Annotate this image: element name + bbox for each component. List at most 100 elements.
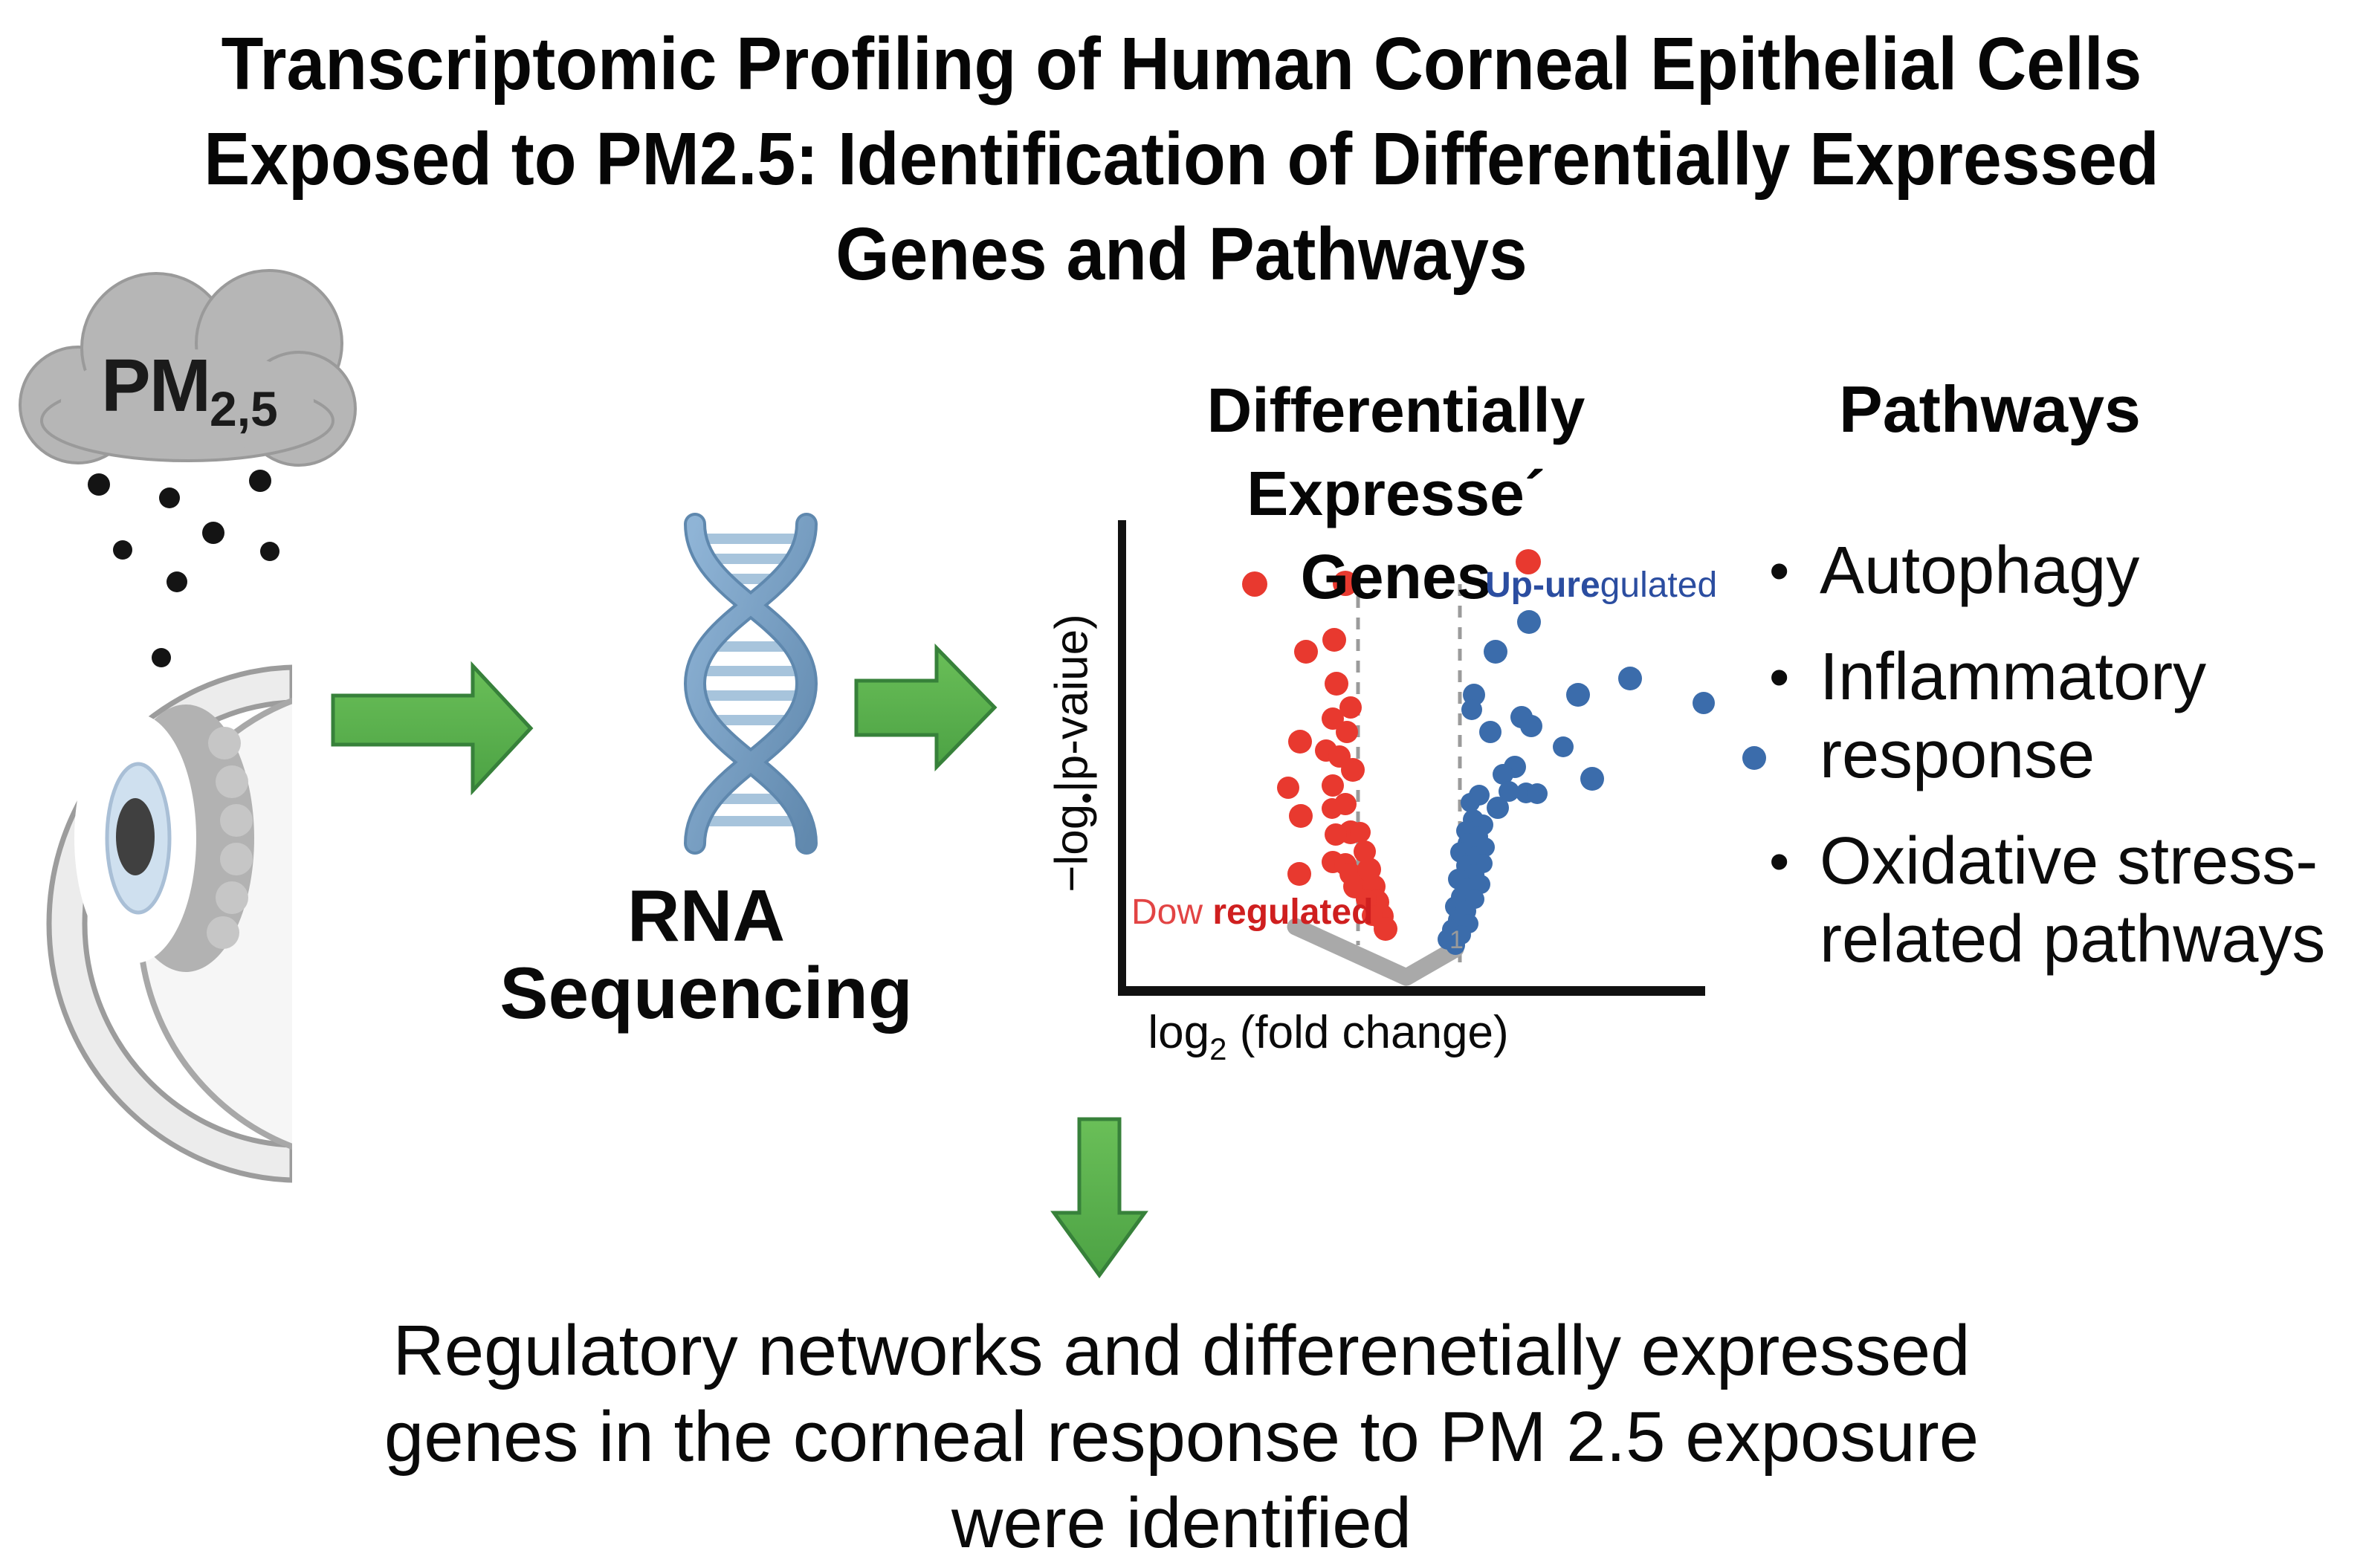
scatter-dot-red [1288, 730, 1312, 754]
plot-heading-line1: Differentially Expresse´ [1206, 375, 1585, 528]
scatter-dot-red [1374, 917, 1397, 941]
scatter-dot-blue [1484, 640, 1507, 664]
conclusion-line3: were identified [951, 1483, 1412, 1563]
bullet-icon: • [1769, 829, 1790, 894]
down-label-bold: regulated [1212, 892, 1374, 932]
scatter-dot-blue [1527, 783, 1548, 804]
scatter-dot-red [1339, 696, 1362, 719]
pathway-item: • Oxidative stress-related pathways [1769, 823, 2349, 979]
scatter-dot-blue [1553, 736, 1574, 757]
scatter-dot-red [1242, 571, 1267, 597]
rna-label-line1: RNA [627, 875, 786, 956]
arrow-right-1-icon [331, 661, 534, 796]
baseline-chevron [1287, 918, 1464, 986]
scatter-dot-blue [1461, 699, 1482, 720]
conclusion-line1: Regulatory networks and differenetially … [392, 1311, 1971, 1390]
y-label-post: |p-vaiue) [1046, 614, 1098, 793]
up-label-bold: Up-ure [1485, 566, 1600, 605]
pathways-heading: Pathways [1839, 372, 2141, 446]
x-axis-line [1118, 986, 1705, 996]
pm-particle-dot [113, 540, 132, 560]
up-label-rest: gulated [1600, 566, 1718, 605]
bullet-icon: • [1769, 538, 1790, 603]
y-axis-label: −log•|p-vaiue) [1046, 493, 1105, 1014]
title-line-2: Exposed to PM2.5: Identification of Diff… [204, 117, 2159, 201]
pm-label-main: PM [101, 344, 211, 427]
x-label-post: (fold change) [1226, 1007, 1509, 1058]
scatter-dot-red [1341, 758, 1365, 782]
eye-illustration [46, 664, 292, 1183]
up-regulated-dots [1438, 610, 1766, 955]
dna-helix-icon [683, 513, 818, 855]
pm-particle-dot [260, 542, 279, 561]
scatter-dot-red [1277, 777, 1299, 799]
pathway-item-label: Oxidative stress-related pathways [1820, 824, 2326, 976]
dna-strands [686, 516, 815, 852]
up-regulated-annotation: Up-uregulated [1485, 565, 1717, 606]
conclusion-line2: genes in the corneal response to PM 2.5 … [384, 1397, 1979, 1477]
scatter-dot-blue [1520, 715, 1542, 737]
scatter-dot-red [1354, 840, 1376, 863]
pm-particles [88, 470, 279, 667]
pm-particle-dot [249, 470, 271, 492]
scatter-dot-red [1294, 640, 1318, 664]
scatter-dot-blue [1580, 767, 1604, 791]
scatter-dot-red [1350, 822, 1371, 843]
conclusion-text: Regulatory networks and differenetially … [0, 1308, 2363, 1567]
scatter-dot-red [1322, 774, 1344, 797]
x-label-pre: log [1148, 1007, 1210, 1058]
pupil [116, 798, 155, 875]
x-axis-label: log2 (fold change) [1105, 1006, 1551, 1066]
bullet-icon: • [1769, 644, 1790, 710]
scatter-dot-red [1322, 628, 1346, 652]
scatter-dot-red [1322, 798, 1342, 819]
y-label-subscript: • [1068, 792, 1105, 804]
volcano-plot [1118, 520, 1766, 996]
pm-particle-dot [159, 487, 180, 508]
pathway-item-label: Autophagy [1820, 534, 2140, 608]
scatter-dot-blue [1499, 781, 1519, 802]
scatter-dot-blue [1742, 746, 1766, 770]
plot-heading-line2: Genes [1300, 542, 1492, 612]
rna-sequencing-label: RNA Sequencing [446, 877, 966, 1031]
pm-particle-dot [202, 522, 224, 544]
pm-particle-dot [152, 648, 171, 667]
pm-particle-dot [88, 473, 110, 496]
scatter-dot-blue [1618, 667, 1642, 690]
scatter-dot-blue [1493, 764, 1513, 785]
scatter-dot-red [1322, 707, 1344, 730]
pm-label-subscript: 2,5 [210, 381, 278, 436]
scatter-dot-red [1356, 889, 1377, 910]
scatter-dot-red [1325, 672, 1348, 696]
scatter-dot-red [1516, 549, 1541, 574]
title-line-1: Transcriptomic Profiling of Human Cornea… [221, 22, 2142, 106]
scatter-dot-blue [1693, 692, 1715, 714]
scatter-dot-blue [1446, 936, 1465, 955]
arrow-right-2-icon [854, 643, 998, 772]
scatter-dot-red [1287, 862, 1311, 886]
ciliary-scallops [207, 727, 253, 949]
scatter-dot-blue [1479, 721, 1501, 743]
scatter-dot-blue [1461, 793, 1480, 812]
scatter-dot-blue [1517, 610, 1541, 634]
down-regulated-dots [1242, 549, 1541, 941]
down-regulated-annotation: Dow regulated [1131, 892, 1373, 933]
x-label-subscript: 2 [1209, 1031, 1227, 1066]
scatter-dot-red [1336, 721, 1358, 743]
rna-label-line2: Sequencing [500, 952, 913, 1034]
scatter-dot-red [1333, 571, 1358, 596]
volcano-plot-heading: Differentially Expresse´ Genes [1061, 369, 1730, 618]
scatter-dot-red [1325, 823, 1347, 846]
scatter-dot-blue [1487, 797, 1509, 819]
pm-particle-dot [167, 571, 187, 592]
down-label-light: Dow [1131, 892, 1213, 932]
scatter-dot-blue [1566, 683, 1590, 707]
page-title: Transcriptomic Profiling of Human Cornea… [83, 16, 2280, 302]
arrow-down-icon [1050, 1117, 1148, 1279]
y-label-pre: −log [1046, 803, 1098, 892]
